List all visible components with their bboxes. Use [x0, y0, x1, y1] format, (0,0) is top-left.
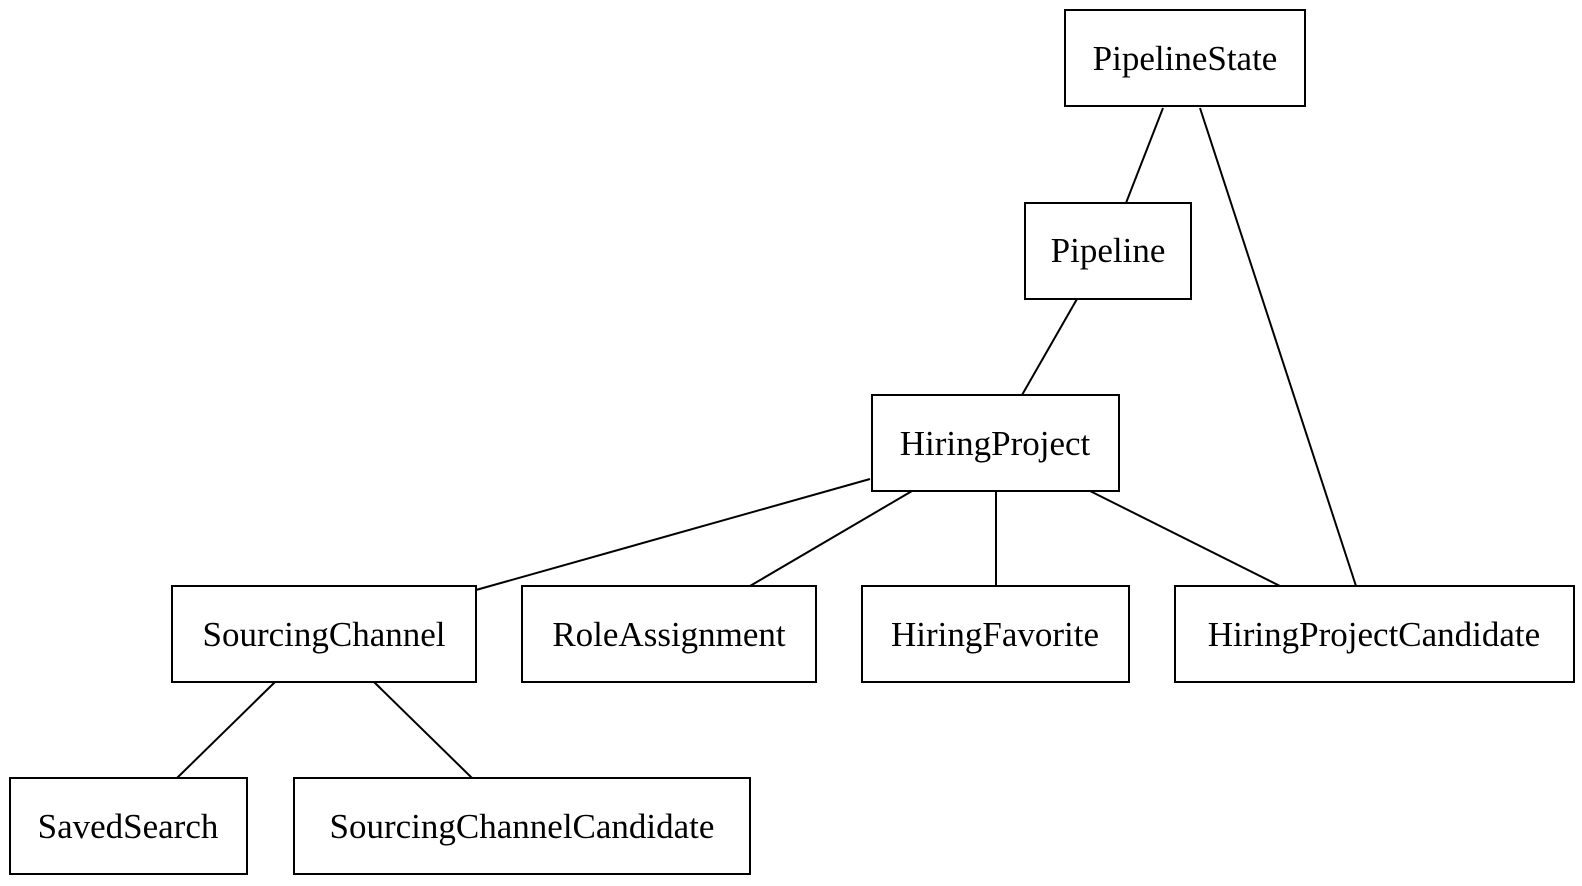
node-box: [861, 585, 1130, 683]
node-label: HiringProjectCandidate: [1208, 615, 1540, 654]
node-box: [1174, 585, 1575, 683]
node-box: [293, 777, 751, 875]
node-hiringfavorite: HiringFavorite: [861, 585, 1130, 683]
node-sourcingchannelcandidate: SourcingChannelCandidate: [293, 777, 751, 875]
node-label: SavedSearch: [38, 807, 219, 846]
node-label: SourcingChannel: [202, 615, 445, 654]
node-label: SourcingChannelCandidate: [330, 807, 715, 846]
node-label: PipelineState: [1093, 39, 1278, 78]
node-roleassignment: RoleAssignment: [521, 585, 817, 683]
edge-hiringproject-hiringprojectcandidate: [1089, 490, 1281, 587]
edge-sourcingchannel-sourcingchannelcandidate: [373, 681, 473, 779]
node-box: [521, 585, 817, 683]
edge-hiringproject-sourcingchannel: [475, 478, 871, 591]
node-box: [1024, 202, 1192, 300]
edge-pipeline-hiringproject: [1021, 298, 1078, 396]
node-sourcingchannel: SourcingChannel: [171, 585, 477, 683]
node-hiringproject: HiringProject: [871, 394, 1120, 492]
node-savedsearch: SavedSearch: [9, 777, 248, 875]
node-box: [1064, 9, 1306, 107]
edges: [176, 107, 1357, 779]
node-pipeline: Pipeline: [1024, 202, 1192, 300]
node-box: [871, 394, 1120, 492]
node-box: [171, 585, 477, 683]
node-label: HiringProject: [900, 424, 1091, 463]
node-pipelinestate: PipelineState: [1064, 9, 1306, 107]
edge-pipelinestate-hiringprojectcandidate: [1199, 107, 1357, 587]
node-hiringprojectcandidate: HiringProjectCandidate: [1174, 585, 1575, 683]
node-label: RoleAssignment: [552, 615, 786, 654]
edge-hiringproject-roleassignment: [749, 490, 913, 587]
node-label: HiringFavorite: [891, 615, 1099, 654]
node-box: [9, 777, 248, 875]
edge-sourcingchannel-savedsearch: [176, 681, 276, 779]
node-label: Pipeline: [1051, 231, 1166, 270]
edge-pipelinestate-pipeline: [1125, 107, 1164, 204]
